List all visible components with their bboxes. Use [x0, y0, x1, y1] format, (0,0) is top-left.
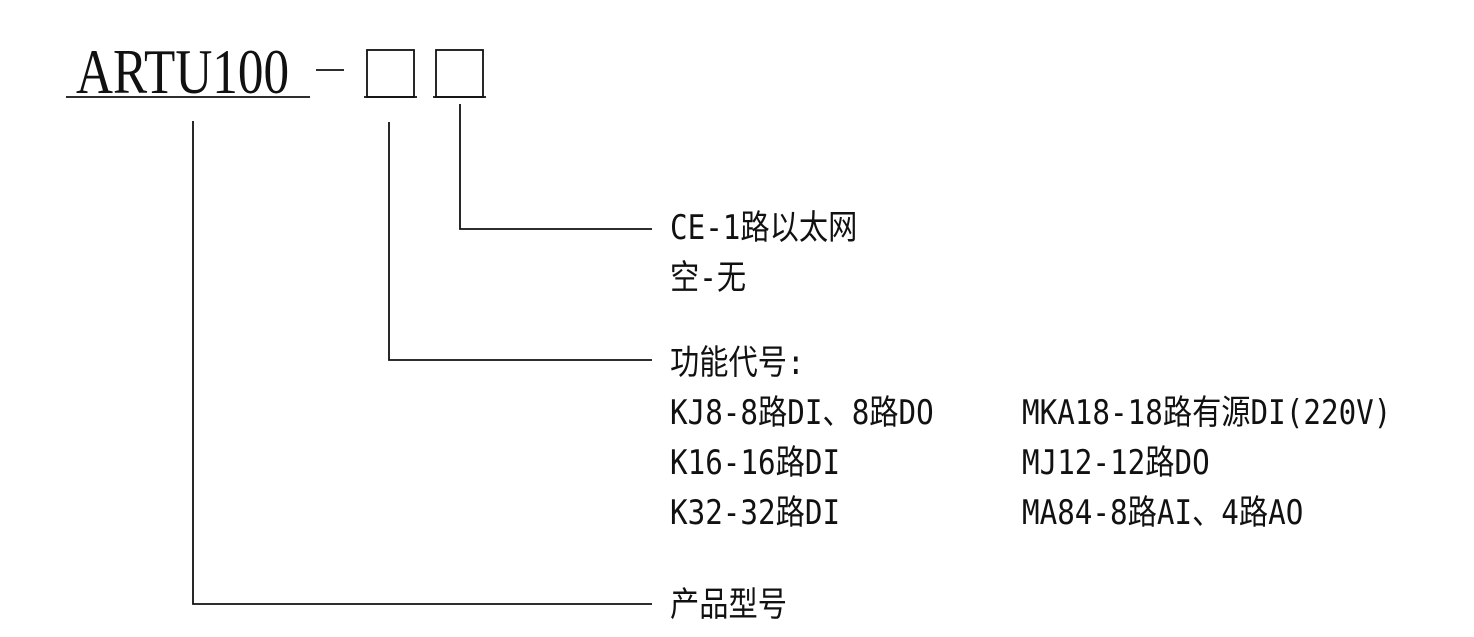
- product-model-label: 产品型号: [670, 585, 787, 625]
- comm-option-none: 空-无: [670, 258, 747, 298]
- function-code-k16: K16-16路DI: [670, 443, 841, 483]
- function-code-kj8: KJ8-8路DI、8路DO: [670, 393, 934, 433]
- leader-product-model: [192, 121, 652, 605]
- function-code-title: 功能代号:: [670, 343, 805, 383]
- function-code-k32: K32-32路DI: [670, 493, 841, 533]
- function-code-box: [366, 49, 415, 98]
- function-code-ma84: MA84-8路AI、4路AO: [1022, 493, 1304, 533]
- model-code: ARTU100: [76, 36, 290, 107]
- function-code-mj12: MJ12-12路DO: [1022, 443, 1210, 483]
- leader-comm-option: [459, 104, 652, 230]
- leader-function-code: [388, 122, 652, 361]
- function-code-mka18: MKA18-18路有源DI(220V): [1022, 393, 1392, 433]
- comm-option-box: [435, 49, 484, 98]
- comm-option-ethernet: CE-1路以太网: [670, 208, 858, 248]
